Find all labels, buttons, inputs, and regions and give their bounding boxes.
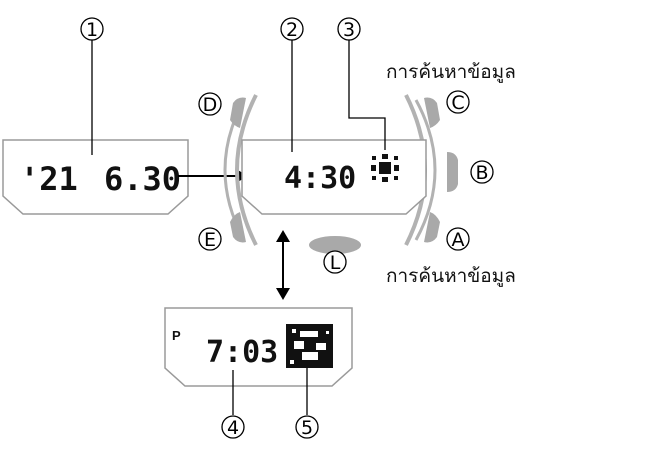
svg-text:A: A xyxy=(452,229,465,251)
callout-2: 2 xyxy=(280,17,304,152)
svg-text:C: C xyxy=(451,92,464,114)
button-a-label: A xyxy=(446,227,470,251)
main-time: 4:30 xyxy=(284,161,356,196)
button-c-shape[interactable] xyxy=(424,97,440,128)
svg-text:L: L xyxy=(330,252,341,274)
callout-3-label: 3 xyxy=(343,19,355,41)
button-a-shape[interactable] xyxy=(424,212,440,243)
sun-icon xyxy=(371,154,399,182)
button-d-shape[interactable] xyxy=(230,97,246,128)
svg-text:D: D xyxy=(203,94,218,116)
date-display: '21 6.30 xyxy=(2,139,189,215)
sub-time: 7:03 xyxy=(206,335,278,370)
button-b-label: B xyxy=(470,160,494,184)
svg-text:E: E xyxy=(204,229,216,251)
svg-text:B: B xyxy=(475,162,488,184)
arrow-vertical xyxy=(276,230,290,300)
button-d-label: D xyxy=(198,92,222,116)
date-year: '21 xyxy=(20,160,78,198)
callout-2-label: 2 xyxy=(286,19,298,41)
button-l-label: L xyxy=(323,250,347,274)
callout-3: 3 xyxy=(337,17,386,150)
callout-1: 1 xyxy=(80,17,104,155)
watch-case: 4:30 xyxy=(223,94,437,246)
callout-5-label: 5 xyxy=(301,417,313,439)
callout-4-label: 4 xyxy=(227,417,239,439)
moon-icon xyxy=(286,324,333,368)
search-label-top: การค้นหาข้อมูล xyxy=(386,61,516,83)
search-label-bottom: การค้นหาข้อมูล xyxy=(386,265,516,287)
button-e-shape[interactable] xyxy=(230,212,246,243)
button-e-label: E xyxy=(198,227,222,251)
button-b-shape[interactable] xyxy=(447,152,458,192)
callout-1-label: 1 xyxy=(86,19,98,41)
pm-indicator: P xyxy=(172,328,181,343)
button-l-shape[interactable] xyxy=(309,236,361,254)
callout-5: 5 xyxy=(295,368,319,439)
date-value: 6.30 xyxy=(104,160,181,198)
callout-4: 4 xyxy=(221,370,245,439)
button-c-label: C xyxy=(446,90,470,114)
sub-display: P 7:03 xyxy=(164,307,353,387)
